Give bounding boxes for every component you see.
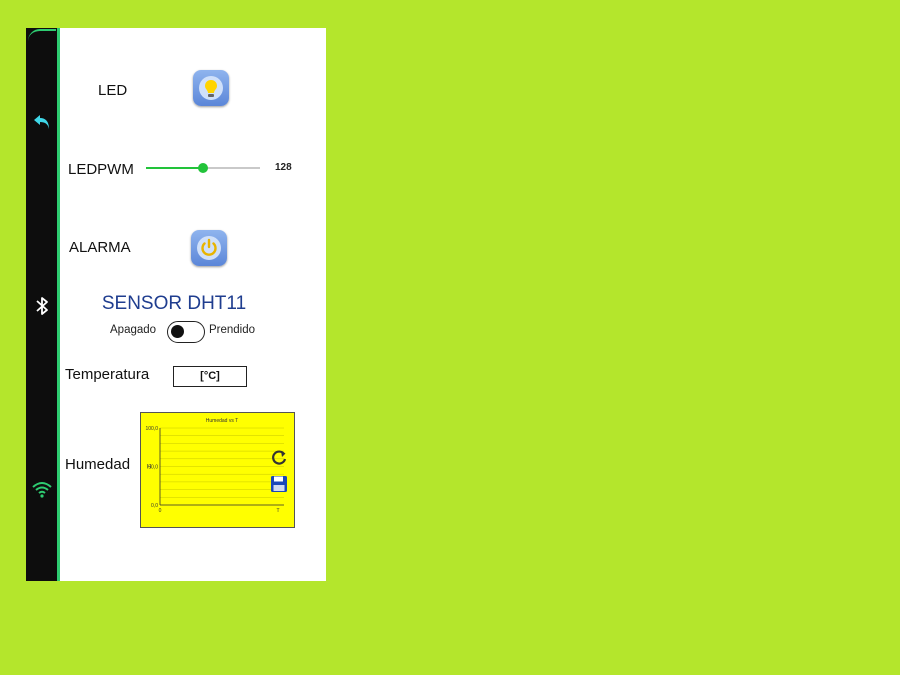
humidity-chart-svg: Humedad vs T 100,0 50,0 0,00 H T xyxy=(145,418,284,514)
sidebar xyxy=(26,28,60,581)
floppy-disk-icon xyxy=(271,476,287,492)
chart-title: Humedad vs T xyxy=(206,418,238,424)
ledpwm-slider-fill xyxy=(146,167,203,169)
ledpwm-label: LEDPWM xyxy=(68,161,134,178)
ledpwm-slider-thumb[interactable] xyxy=(198,163,208,173)
led-label: LED xyxy=(98,82,128,99)
chart-y-tick-label: 100,0 xyxy=(145,426,158,432)
refresh-button[interactable] xyxy=(270,448,288,466)
bluetooth-icon[interactable] xyxy=(30,294,54,318)
sidebar-top-accent xyxy=(28,29,56,41)
alarma-label: ALARMA xyxy=(69,239,131,256)
ledpwm-slider[interactable] xyxy=(146,163,260,173)
power-icon xyxy=(197,236,221,260)
back-arrow-icon[interactable] xyxy=(30,110,54,134)
lightbulb-icon xyxy=(199,76,223,100)
temperature-value: [°C] xyxy=(173,366,247,387)
sensor-title: SENSOR DHT11 xyxy=(101,293,247,314)
chart-y-tick-label: 0,0 xyxy=(151,503,158,509)
temperature-label: Temperatura xyxy=(65,366,150,383)
wifi-icon[interactable] xyxy=(30,477,54,501)
app-screen: LED LEDPWM 128 ALARMA SENSOR DHT11 Apaga… xyxy=(26,28,326,581)
refresh-icon xyxy=(272,450,287,465)
save-button[interactable] xyxy=(270,475,288,493)
sensor-toggle-switch[interactable] xyxy=(167,321,205,343)
chart-y-axis-label: H xyxy=(147,465,151,471)
chart-x-axis-label: T xyxy=(276,508,279,514)
alarma-button[interactable] xyxy=(191,230,227,266)
switch-on-label: Prendido xyxy=(209,324,256,336)
switch-knob xyxy=(171,325,184,338)
ledpwm-value: 128 xyxy=(275,162,292,173)
chart-x-tick-label: 0 xyxy=(159,508,162,514)
led-button[interactable] xyxy=(193,70,229,106)
sidebar-edge xyxy=(57,28,60,581)
switch-off-label: Apagado xyxy=(110,324,157,336)
humidity-label: Humedad xyxy=(65,456,131,473)
main-content: LED LEDPWM 128 ALARMA SENSOR DHT11 Apaga… xyxy=(60,28,326,581)
chart-y-tick-label: 50,0 xyxy=(148,465,158,471)
